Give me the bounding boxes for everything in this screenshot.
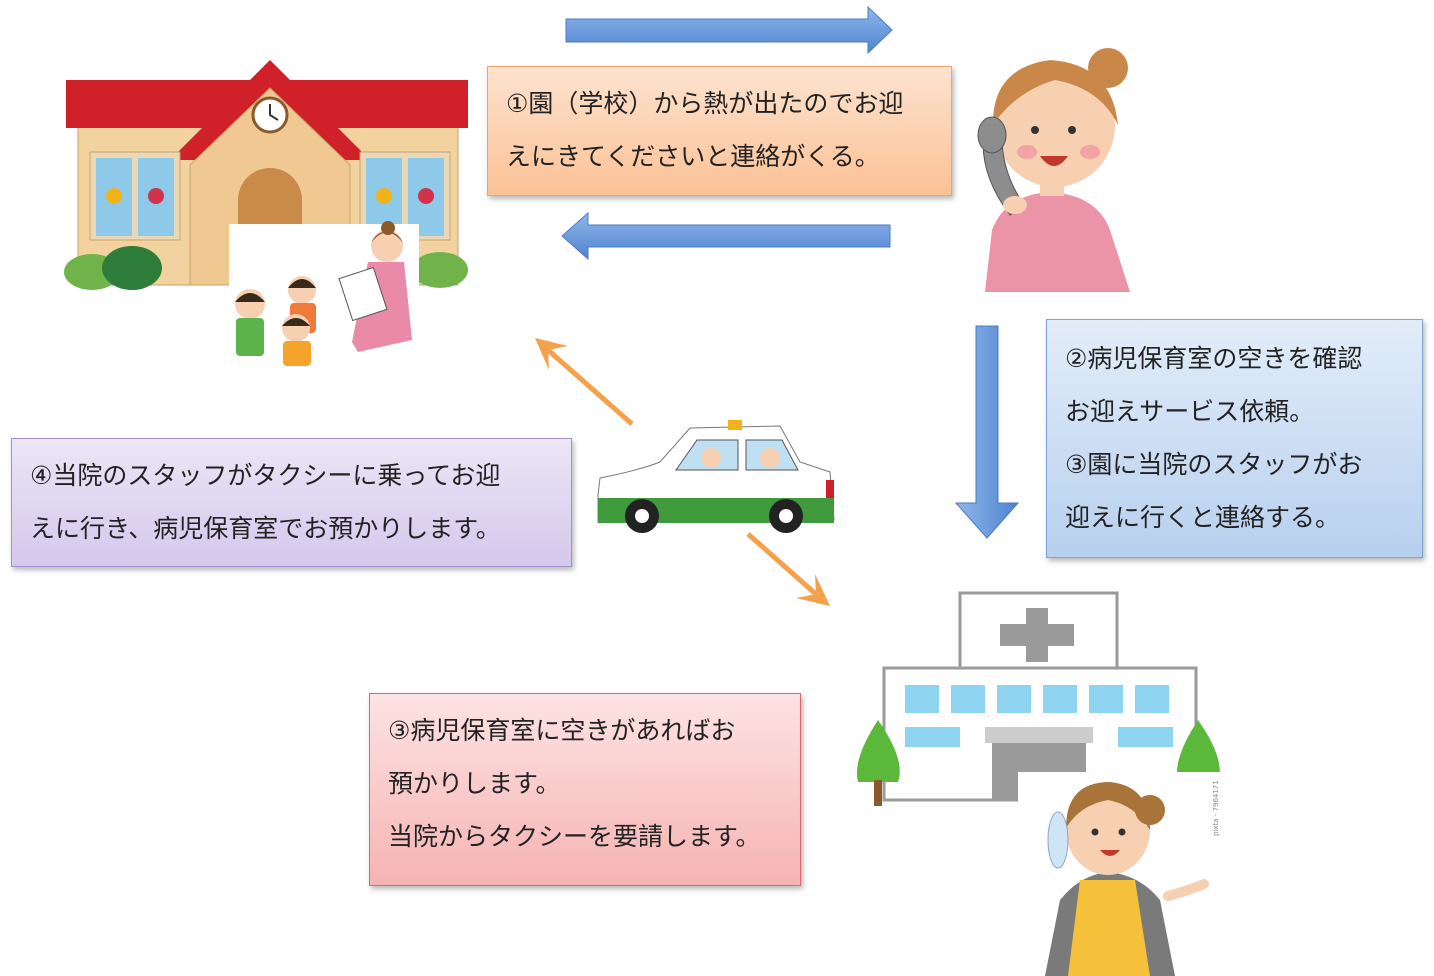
step2-3-line: ③園に当院のスタッフがお bbox=[1065, 450, 1363, 479]
step4-line: ④当院のスタッフがタクシーに乗ってお迎 bbox=[30, 461, 501, 490]
step3-line: 預かりします。 bbox=[388, 769, 561, 798]
arrow-taxi-to-hospital bbox=[746, 532, 830, 606]
step2-3-line: 迎えに行くと連絡する。 bbox=[1065, 503, 1341, 532]
arrow-mother-to-hospital bbox=[954, 325, 1020, 539]
step2-3-line: ②病児保育室の空きを確認 bbox=[1065, 344, 1363, 373]
watermark-text: pixta - 7964171 bbox=[1212, 780, 1220, 836]
step3-line: 当院からタクシーを要請します。 bbox=[388, 822, 761, 851]
arrow-taxi-to-school bbox=[535, 338, 634, 426]
mother-on-phone-icon bbox=[977, 48, 1130, 292]
taxi-icon bbox=[597, 420, 835, 533]
nurse-on-phone-icon bbox=[1018, 772, 1228, 976]
teacher-reading-to-children-icon bbox=[229, 221, 419, 369]
arrow-school-to-mother bbox=[565, 5, 893, 55]
step4-box: ④当院のスタッフがタクシーに乗ってお迎 えに行き、病児保育室でお預かりします。 bbox=[11, 438, 572, 567]
step3-box: ③病児保育室に空きがあればお 預かりします。 当院からタクシーを要請します。 bbox=[369, 693, 801, 886]
step3-line: ③病児保育室に空きがあればお bbox=[388, 716, 736, 745]
step1-line: えにきてくださいと連絡がくる。 bbox=[506, 142, 880, 171]
step2-3-box: ②病児保育室の空きを確認 お迎えサービス依頼。 ③園に当院のスタッフがお 迎えに… bbox=[1046, 319, 1423, 558]
step1-line: ①園（学校）から熱が出たのでお迎 bbox=[506, 89, 904, 118]
step4-line: えに行き、病児保育室でお預かりします。 bbox=[30, 514, 501, 543]
step2-3-line: お迎えサービス依頼。 bbox=[1065, 397, 1315, 426]
step1-box: ①園（学校）から熱が出たのでお迎 えにきてくださいと連絡がくる。 bbox=[487, 66, 952, 196]
arrow-mother-to-school bbox=[561, 211, 891, 261]
